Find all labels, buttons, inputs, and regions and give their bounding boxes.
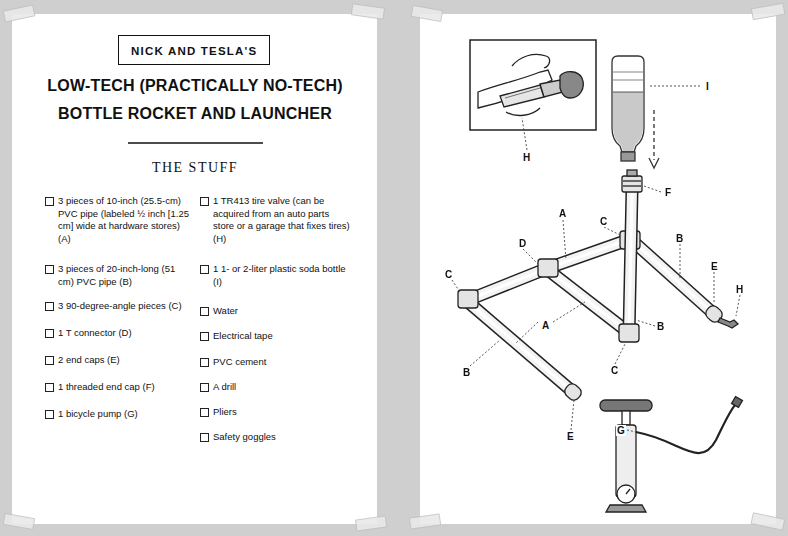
checkbox [200, 383, 209, 392]
supply-item: Water [213, 305, 351, 318]
callout-letter: G [616, 425, 626, 436]
supply-item: Pliers [213, 406, 351, 419]
callout-letter: I [705, 81, 710, 92]
callout-letter: E [710, 261, 719, 272]
checkbox [45, 383, 54, 392]
checkbox [200, 358, 209, 367]
supply-item: 1 T connector (D) [58, 327, 192, 340]
supply-item: 1 1- or 2-liter plastic soda bottle (I) [213, 263, 351, 288]
bicycle-pump [600, 397, 742, 512]
title-rule [128, 142, 263, 143]
supply-item: 3 pieces of 10-inch (25.5-cm) PVC pipe (… [58, 195, 192, 245]
header-text: NICK AND TESLA'S [131, 45, 257, 57]
checkbox [200, 408, 209, 417]
supply-item: 1 threaded end cap (F) [58, 381, 192, 394]
checkbox [200, 197, 209, 206]
supply-item: 1 bicycle pump (G) [58, 408, 192, 421]
checkbox [200, 265, 209, 274]
supply-item: A drill [213, 381, 351, 394]
leader-lines [452, 86, 740, 432]
checkbox [200, 307, 209, 316]
supply-item: PVC cement [213, 356, 351, 369]
callout-letter: B [656, 321, 665, 332]
checkbox [45, 410, 54, 419]
fittings [458, 231, 738, 403]
callout-letter: B [462, 367, 471, 378]
riser-fittings [619, 170, 642, 342]
checkbox [45, 356, 54, 365]
callout-letter: E [566, 431, 575, 442]
soda-bottle [612, 56, 659, 168]
section-heading: THE STUFF [95, 160, 295, 176]
supply-item: 3 pieces of 20-inch-long (51 cm) PVC pip… [58, 263, 192, 288]
checkbox [200, 433, 209, 442]
right-page [420, 14, 776, 524]
header-box: NICK AND TESLA'S [118, 35, 270, 65]
callout-letter: C [444, 269, 453, 280]
supply-item: 1 TR413 tire valve (can be acquired from… [213, 195, 351, 245]
callout-letter: A [558, 208, 567, 219]
checkbox [45, 197, 54, 206]
tape [3, 3, 785, 531]
supply-item: 2 end caps (E) [58, 354, 192, 367]
callout-letter: C [599, 216, 608, 227]
checkbox [200, 332, 209, 341]
pvc-pipes [468, 240, 714, 392]
checkbox [45, 265, 54, 274]
callout-letter: F [664, 187, 672, 198]
supply-item: Safety goggles [213, 431, 351, 444]
checkbox [45, 329, 54, 338]
left-page [12, 14, 377, 524]
callout-letter: A [541, 320, 550, 331]
riser-pipe [629, 190, 632, 334]
callout-letter: H [522, 152, 531, 163]
valve-inset [470, 40, 596, 130]
callout-letter: B [675, 233, 684, 244]
callout-letter: H [735, 284, 744, 295]
supply-item: 3 90-degree-angle pieces (C) [58, 300, 192, 313]
supply-item: Electrical tape [213, 330, 351, 343]
page-title: LOW-TECH (PRACTICALLY NO-TECH) BOTTLE RO… [30, 72, 360, 128]
callout-letter: C [610, 365, 619, 376]
checkbox [45, 302, 54, 311]
callout-letter: D [518, 238, 527, 249]
